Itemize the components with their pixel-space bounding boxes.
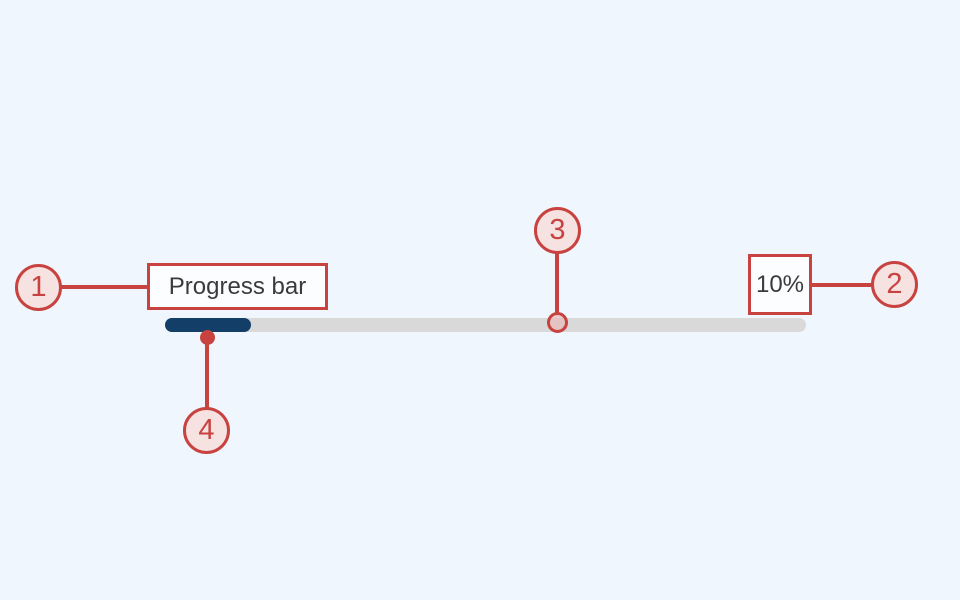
callout-4-circle: 4 xyxy=(183,407,230,454)
callout-1-circle: 1 xyxy=(15,264,62,311)
callout-4-endpoint-marker xyxy=(200,330,215,345)
progress-indicator xyxy=(165,318,251,332)
callout-1-connector xyxy=(60,285,148,289)
progress-label-box: Progress bar xyxy=(147,263,328,310)
callout-1-number: 1 xyxy=(30,271,47,303)
progress-value-box: 10% xyxy=(748,254,812,315)
progress-value-text: 10% xyxy=(755,270,805,298)
callout-3-endpoint-marker xyxy=(547,312,568,333)
progress-label-text: Progress bar xyxy=(168,272,307,300)
callout-3-connector xyxy=(555,252,559,314)
callout-2-connector xyxy=(811,283,872,287)
callout-2-circle: 2 xyxy=(871,261,918,308)
callout-4-number: 4 xyxy=(198,414,215,446)
callout-3-circle: 3 xyxy=(534,207,581,254)
callout-4-connector xyxy=(205,336,209,408)
callout-3-number: 3 xyxy=(549,214,566,246)
callout-2-number: 2 xyxy=(886,268,903,300)
progress-track xyxy=(165,318,806,332)
